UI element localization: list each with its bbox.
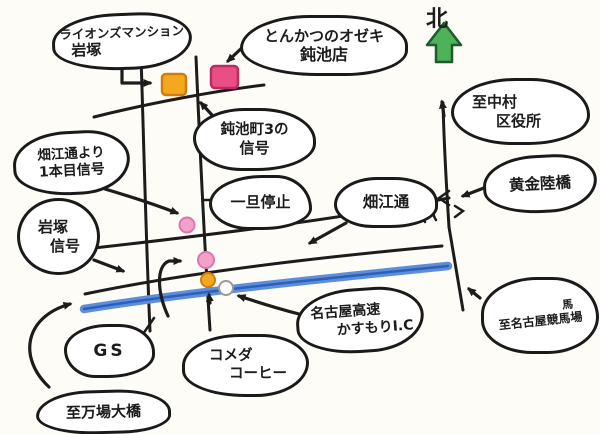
north-arrow-icon: [425, 21, 463, 64]
arrow-route-turn: [158, 257, 183, 318]
label-line: コーヒー: [229, 365, 287, 382]
street-top: [92, 83, 266, 119]
label-line: 黄金陸橋: [508, 172, 572, 195]
label-line: 畑江通: [362, 193, 410, 212]
label-donike-3-signal: 鈍池町3の 信号: [193, 108, 316, 171]
north-label: 北: [426, 7, 449, 32]
label-nagoya-racecourse: 馬 至名古屋競馬場: [481, 277, 599, 354]
frontage-road: [83, 244, 444, 296]
label-iwatsuka-signal: 岩塚 信号: [17, 198, 100, 275]
signal-dot-1: [178, 216, 196, 234]
arrow-expressway-ic: [236, 294, 301, 316]
arrow-to-ward-office: [438, 99, 447, 118]
label-line: 鈍池町3の: [220, 121, 289, 138]
arrow-hatae-first-signal: [103, 187, 180, 215]
label-komeda-coffee: コメダ コーヒー: [182, 334, 309, 397]
arrow-lions-mansion: [120, 64, 153, 87]
arrow-manba-bridge: [28, 301, 73, 389]
label-line: コメダ: [209, 347, 253, 364]
bridge-hatch: [436, 189, 451, 207]
label-line: 岩塚: [70, 40, 102, 60]
label-hatae-dori: 畑江通: [334, 177, 438, 228]
label-line: 信号: [50, 236, 81, 255]
road-to-ward-office: [441, 101, 451, 229]
label-line: 至万場大橋: [65, 401, 142, 422]
bridge-hatch: [453, 204, 466, 219]
expressway-blue-core: [82, 264, 450, 311]
ic-white-dot: [218, 280, 234, 296]
label-line: 区役所: [496, 111, 542, 130]
arrow-hatae-dori: [307, 221, 348, 245]
arrow-donike-signal: [199, 101, 214, 117]
label-line: とんかつのオゼキ: [263, 26, 384, 45]
arrow-iwatsuka-signal: [92, 258, 126, 273]
label-stop-sign: 一旦停止: [209, 175, 312, 230]
label-tonkatsu-ozeki: とんかつのオゼキ 鈍池店: [240, 15, 408, 76]
road-vertical-west: [139, 54, 152, 333]
label-nakamura-ward-office: 至中村 区役所: [451, 78, 590, 145]
label-line: GS: [93, 340, 126, 361]
label-gas-station: GS: [64, 324, 155, 378]
arrow-route-up: [205, 292, 214, 305]
label-inner: 馬 至名古屋競馬場: [483, 296, 597, 336]
pink-building-marker: [209, 64, 240, 90]
gs-connector-line: [141, 316, 156, 336]
arrow-racecourse: [467, 287, 482, 300]
label-line: 岩塚: [38, 218, 69, 237]
label-line: 一旦停止: [230, 193, 291, 212]
label-line: 至中村: [472, 93, 518, 112]
orange-point-marker: [200, 272, 216, 288]
label-line: 信号: [239, 139, 270, 158]
signal-dot-2: [197, 251, 215, 269]
label-line: 鈍池店: [299, 44, 348, 64]
orange-building-marker: [160, 72, 188, 97]
road-to-racecourse: [447, 225, 465, 312]
